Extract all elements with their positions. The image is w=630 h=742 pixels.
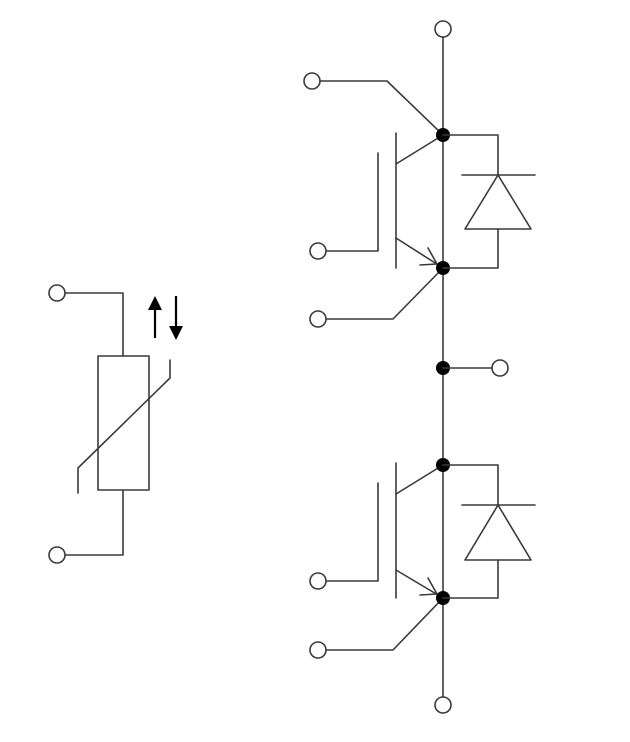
lower-igbt: [309, 458, 450, 659]
thermistor-lead-top: [64, 292, 124, 357]
main-rail: [434, 20, 452, 714]
thermistor-diagonal: [77, 359, 171, 494]
thermistor-lead-bottom: [64, 489, 124, 556]
thermistor-terminal-top[interactable]: [48, 284, 66, 302]
ntc-thermistor: [48, 284, 183, 564]
lower-gate-terminal[interactable]: [309, 572, 327, 590]
lower-aux-emitter-terminal[interactable]: [309, 641, 327, 659]
output-terminal[interactable]: [491, 359, 509, 377]
upper-emitter-arrow-icon: [419, 247, 438, 266]
emitter-terminal-bottom[interactable]: [434, 696, 452, 714]
midpoint-output: [436, 359, 509, 377]
collector-terminal-top[interactable]: [434, 20, 452, 38]
upper-aux-emitter-terminal[interactable]: [309, 310, 327, 328]
upper-gate-terminal[interactable]: [309, 242, 327, 260]
upper-diode-icon: [442, 134, 536, 269]
temperature-up-arrow-icon: [148, 296, 162, 338]
lower-diode-icon: [442, 464, 536, 599]
upper-igbt: [303, 72, 450, 328]
temperature-down-arrow-icon: [169, 296, 183, 340]
thermistor-terminal-bottom[interactable]: [48, 546, 66, 564]
lower-emitter-arrow-icon: [419, 577, 438, 596]
upper-aux-collector-terminal[interactable]: [303, 72, 321, 90]
